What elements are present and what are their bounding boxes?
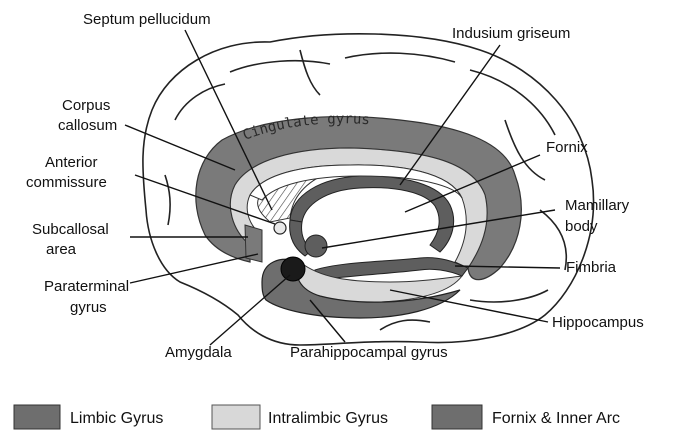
- sulcus-line: [470, 70, 555, 135]
- legend-swatch-fornix-inner-arc: [432, 405, 482, 429]
- leader-line: [130, 254, 258, 283]
- leader-line: [210, 275, 290, 345]
- sulcus-line: [230, 61, 330, 72]
- label-mamillary-body: Mamillary: [565, 197, 630, 214]
- legend: Limbic Gyrus Intralimbic Gyrus Fornix & …: [14, 405, 620, 429]
- label-subcallosal-area: area: [46, 241, 77, 258]
- label-paraterminal-gyrus: Paraterminal: [44, 278, 129, 295]
- sulcus-line: [540, 210, 566, 270]
- label-paraterminal-gyrus: gyrus: [70, 299, 107, 316]
- legend-label-limbic-gyrus: Limbic Gyrus: [70, 410, 163, 427]
- label-septum-pellucidum: Septum pellucidum: [83, 11, 211, 28]
- sulcus-line: [470, 290, 548, 302]
- label-fimbria: Fimbria: [566, 259, 617, 276]
- label-parahippocampal-gyrus: Parahippocampal gyrus: [290, 344, 448, 361]
- sulcus-line: [345, 53, 455, 62]
- label-subcallosal-area: Subcallosal: [32, 221, 109, 238]
- sulcus-line: [175, 84, 225, 120]
- label-mamillary-body: body: [565, 218, 598, 235]
- anterior-commissure-dot: [274, 222, 286, 234]
- label-fornix: Fornix: [546, 139, 588, 156]
- amygdala-dot: [281, 257, 305, 281]
- sulcus-line: [380, 320, 430, 330]
- label-amygdala: Amygdala: [165, 344, 232, 361]
- label-hippocampus: Hippocampus: [552, 314, 644, 331]
- sulcus-line: [165, 175, 170, 225]
- legend-label-intralimbic-gyrus: Intralimbic Gyrus: [268, 410, 388, 427]
- label-indusium-griseum: Indusium griseum: [452, 25, 570, 42]
- sulcus-line: [300, 50, 320, 95]
- legend-label-fornix-inner-arc: Fornix & Inner Arc: [492, 410, 620, 427]
- legend-swatch-intralimbic-gyrus: [212, 405, 260, 429]
- fimbria-band: [315, 258, 468, 280]
- legend-swatch-limbic-gyrus: [14, 405, 60, 429]
- label-anterior-commissure: Anterior: [45, 154, 98, 171]
- mamillary-body-dot: [305, 235, 327, 257]
- label-corpus-callosum: Corpus: [62, 97, 110, 114]
- label-corpus-callosum: callosum: [58, 117, 117, 134]
- label-anterior-commissure: commissure: [26, 174, 107, 191]
